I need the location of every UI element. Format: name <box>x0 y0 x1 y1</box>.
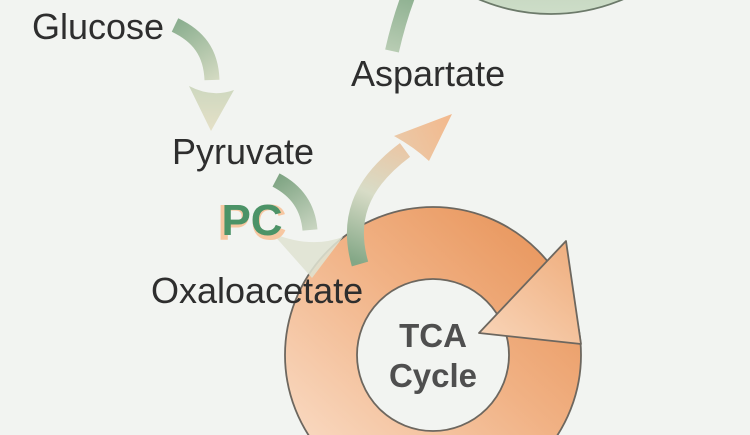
label-pyruvate: Pyruvate <box>172 131 315 172</box>
arrow-glucose-to-pyruvate-head-icon <box>189 86 234 131</box>
arrow-oxaloacetate-to-aspartate-head-icon <box>394 114 452 161</box>
enzyme-pc-text: PC <box>221 196 283 245</box>
arrow-oxaloacetate-to-aspartate-tail <box>346 143 411 267</box>
arrow-aspartate-to-cell <box>385 0 415 53</box>
label-aspartate: Aspartate <box>351 53 506 94</box>
tca-cycle-label: TCA Cycle <box>389 316 477 396</box>
cell-circle <box>478 0 624 15</box>
tca-ring-arrowhead-icon <box>478 240 582 345</box>
enzyme-pc-shadow-text: PC <box>217 194 287 251</box>
arrow-pyruvate-to-oxaloacetate-head-icon <box>272 233 343 278</box>
label-oxaloacetate: Oxaloacetate <box>151 270 364 311</box>
label-glucose: Glucose <box>32 6 165 47</box>
arrow-pyruvate-to-oxaloacetate-tail <box>272 173 318 231</box>
tca-cycle-line1: TCA <box>399 317 467 354</box>
tca-cycle-line2: Cycle <box>388 357 478 394</box>
arrow-glucose-to-pyruvate-tail <box>171 18 220 81</box>
